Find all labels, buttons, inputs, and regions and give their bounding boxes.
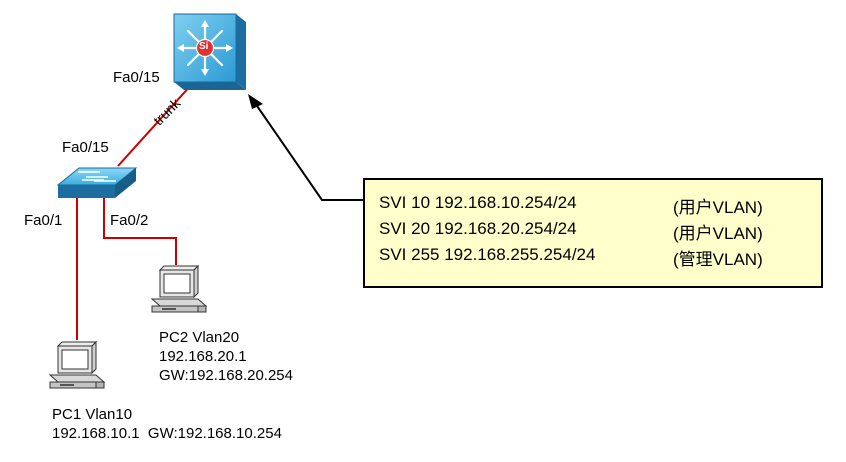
pc1-info: PC1 Vlan10 192.168.10.1 GW:192.168.10.25… [52, 405, 282, 443]
pc2-gateway: GW:192.168.20.254 [159, 367, 293, 384]
svi-address: SVI 20 192.168.20.254/24 [379, 219, 577, 238]
pc2-ip: 192.168.20.1 [159, 348, 247, 365]
pc2-icon [150, 264, 208, 313]
access-switch-icon [56, 167, 138, 198]
pc2-link [103, 198, 177, 265]
svi-row: SVI 255 192.168.255.254/24 (管理VLAN) [379, 245, 821, 271]
svi-vlan-type: (用户VLAN) [673, 198, 763, 217]
pc2-name: PC2 Vlan20 [159, 329, 240, 346]
callout-arrow [254, 102, 363, 201]
svi-row: SVI 10 192.168.10.254/24 (用户VLAN) [379, 193, 821, 219]
switch-port-pc1-label: Fa0/1 [24, 212, 63, 229]
pc1-ip-gateway: 192.168.10.1 GW:192.168.10.254 [52, 425, 282, 442]
switch-port-pc2-label: Fa0/2 [110, 212, 149, 229]
core-switch-icon [173, 13, 246, 90]
pc1-icon [48, 340, 106, 389]
trunk-link [117, 83, 193, 167]
core-switch-badge: Si [199, 41, 209, 52]
svi-address: SVI 10 192.168.10.254/24 [379, 193, 577, 212]
svi-vlan-type: (管理VLAN) [673, 250, 763, 269]
pc2-info: PC2 Vlan20 192.168.20.1 GW:192.168.20.25… [159, 328, 293, 385]
svi-row: SVI 20 192.168.20.254/24 (用户VLAN) [379, 219, 821, 245]
switch-uplink-port-label: Fa0/15 [62, 139, 109, 156]
callout-arrowhead [248, 94, 263, 109]
svi-address: SVI 255 192.168.255.254/24 [379, 245, 596, 264]
core-port-label: Fa0/15 [113, 69, 160, 86]
svi-callout: SVI 10 192.168.10.254/24 (用户VLAN) SVI 20… [363, 178, 823, 288]
pc1-name: PC1 Vlan10 [52, 406, 133, 423]
svi-vlan-type: (用户VLAN) [673, 224, 763, 243]
